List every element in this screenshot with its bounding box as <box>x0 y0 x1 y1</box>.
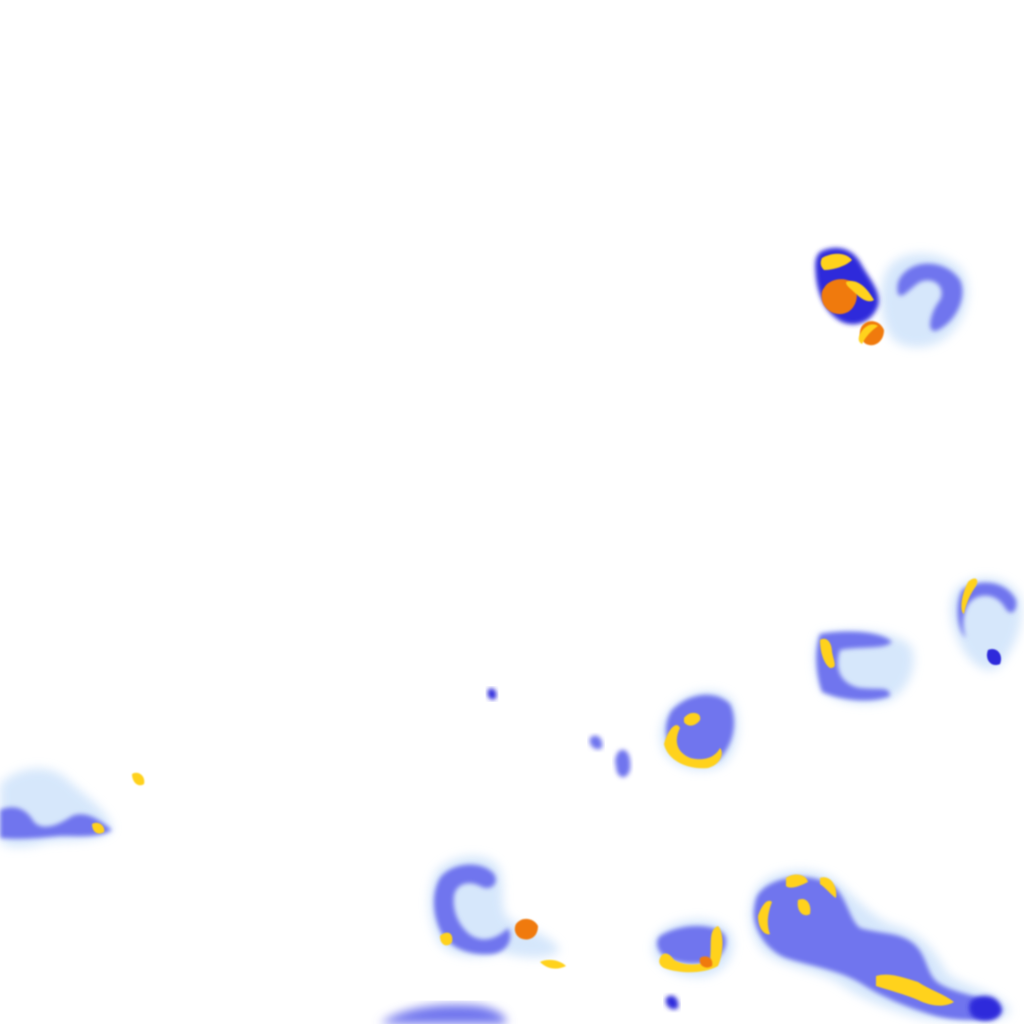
cluster-center-ring <box>660 690 739 771</box>
cluster-left-edge-speck <box>132 772 145 786</box>
cluster-bottom-right-fleck <box>797 898 811 916</box>
cluster-left-edge-body <box>0 807 112 839</box>
cluster-right-edge-arc <box>961 578 978 614</box>
cluster-upper-right <box>815 247 968 348</box>
cluster-center-ring-fleck <box>684 712 701 726</box>
cluster-bottom-center <box>429 855 566 969</box>
cluster-bottom-center-streak <box>540 959 566 969</box>
cluster-bottom-center-ring <box>434 864 511 955</box>
cluster-upper-right-tail-rim <box>858 324 878 344</box>
cluster-bottom-right <box>750 870 1010 1022</box>
cluster-bottom-right-arc-left <box>758 900 772 935</box>
cluster-right-edge <box>950 578 1022 671</box>
specks-mid <box>487 688 631 778</box>
cluster-bottom-ring-hot <box>699 956 713 968</box>
cluster-bottom-edge <box>380 995 679 1024</box>
cluster-center-ring-outline <box>664 725 722 769</box>
cluster-left-edge-fleck <box>92 822 105 834</box>
cluster-bottom-edge-speck <box>665 995 679 1010</box>
cluster-bottom-right-arc-right <box>820 877 837 898</box>
cluster-bottom-ring <box>653 919 733 977</box>
cluster-upper-right-ring <box>897 263 963 331</box>
speck-b <box>589 735 603 750</box>
cluster-bottom-right-edge <box>969 995 1002 1021</box>
cluster-upper-right-core <box>821 279 857 315</box>
cluster-left-edge <box>0 768 145 848</box>
cluster-bottom-edge-body <box>380 1004 507 1024</box>
cluster-upper-right-core-top <box>820 253 852 270</box>
cluster-center-ring-body <box>666 694 734 763</box>
cluster-bottom-ring-body <box>657 925 727 964</box>
speck-c <box>615 749 631 778</box>
cluster-right-edge-speck <box>986 648 1002 666</box>
cluster-mid-right <box>814 630 914 704</box>
cluster-bottom-ring-arc <box>659 926 723 973</box>
cluster-bottom-right-tail <box>876 974 954 1006</box>
cluster-bottom-right-arc-top <box>786 874 808 888</box>
speck-a <box>487 688 497 700</box>
cluster-right-edge-ring <box>957 582 1017 638</box>
cluster-upper-right-core-rim <box>846 280 874 302</box>
cluster-bottom-center-hot <box>514 918 538 940</box>
cluster-bottom-right-body <box>753 877 1000 1020</box>
cluster-bottom-center-fleck <box>440 932 453 946</box>
cluster-mid-right-body <box>816 631 892 701</box>
cluster-mid-right-core <box>820 638 835 668</box>
